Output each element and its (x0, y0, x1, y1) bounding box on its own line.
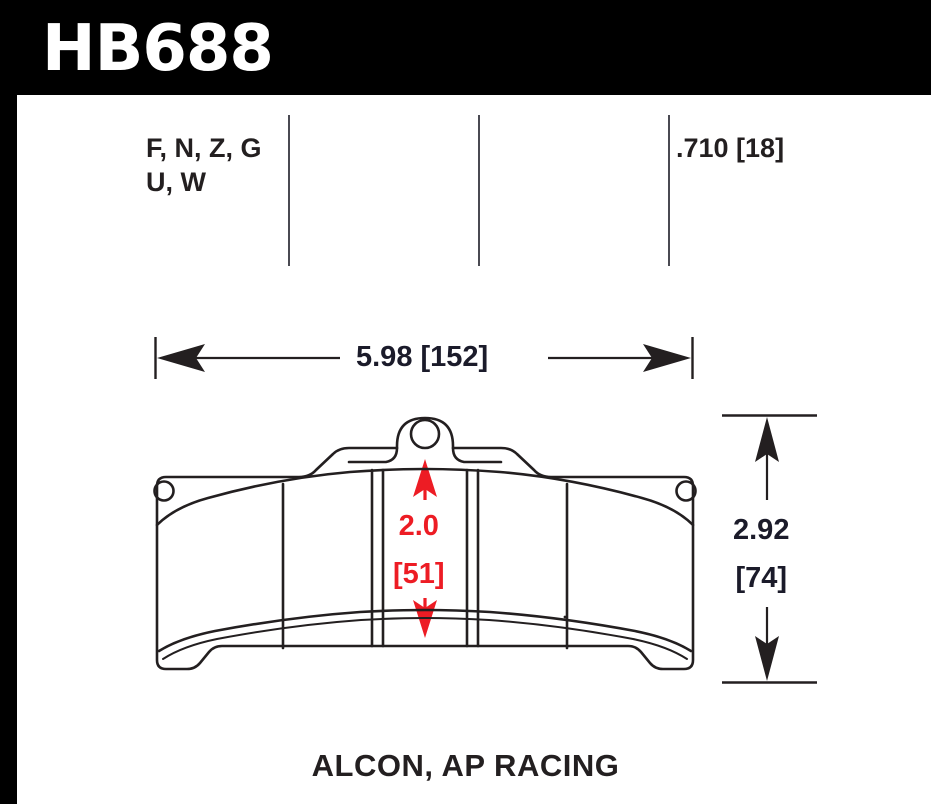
compound-codes-line-2: U, W (146, 167, 206, 197)
arrow-up-icon (413, 459, 437, 497)
center-mounting-hole (409, 418, 441, 450)
left-black-border (0, 0, 17, 804)
compound-codes-line-1: F, N, Z, G (146, 133, 262, 163)
compound-codes: F, N, Z, G U, W (146, 131, 262, 199)
header-band: HB688 (0, 0, 931, 95)
center-tab-outline (347, 446, 503, 464)
arrow-right-icon (643, 344, 691, 372)
height-dimension-inches: 2.92 (733, 514, 790, 546)
manufacturer-caption: ALCON, AP RACING (311, 748, 620, 783)
arrow-left-icon (157, 344, 205, 372)
width-dimension-label: 5.98 [152] (356, 341, 489, 373)
separator-rule-2 (478, 115, 480, 266)
friction-material-height-label: 2.0 [51] (393, 502, 445, 598)
friction-height-inches: 2.0 (398, 510, 439, 542)
friction-material-bottom-edge-offset (162, 617, 688, 660)
left-mounting-hole (153, 480, 175, 502)
right-mounting-hole (675, 480, 697, 502)
friction-material-bottom-edge (157, 608, 693, 653)
arrow-up-icon (755, 417, 779, 462)
thickness-dimension-label: .710 [18] (676, 133, 785, 163)
arrow-down-icon (755, 636, 779, 681)
arrow-down-icon (413, 600, 437, 638)
separator-rule-3 (668, 115, 670, 266)
separator-rule-1 (288, 115, 290, 266)
height-dimension-label: 2.92 [74] (733, 506, 789, 602)
page-title: HB688 (42, 12, 274, 86)
height-dimension-mm: [74] (735, 562, 788, 594)
surface-mark (563, 615, 567, 619)
friction-height-mm: [51] (393, 558, 445, 590)
